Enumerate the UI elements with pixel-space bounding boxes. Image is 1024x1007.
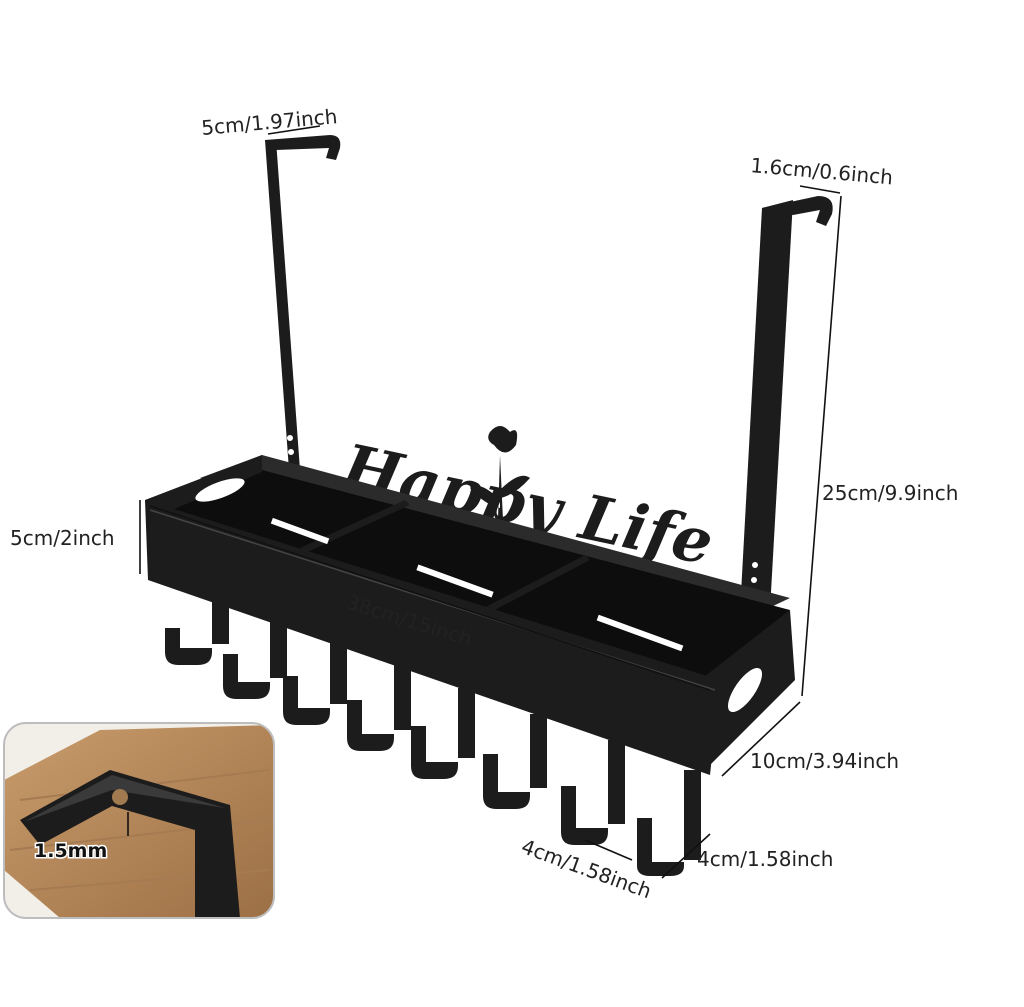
inset-detail: 1.5mm xyxy=(3,722,275,919)
hook-length-label: 4cm/1.58inch xyxy=(697,847,833,871)
dimension-lines xyxy=(139,125,842,879)
hook xyxy=(165,596,229,665)
hook-thickness-label: 1.6cm/0.6inch xyxy=(750,153,894,189)
right-hanger-arm xyxy=(740,196,833,612)
flower-icon xyxy=(470,426,530,520)
hanger-clip xyxy=(20,770,240,918)
hook xyxy=(347,664,411,751)
screw-hole xyxy=(112,789,128,805)
hooks xyxy=(165,596,701,876)
hook xyxy=(223,620,287,699)
hook xyxy=(411,688,475,779)
depth-label: 10cm/3.94inch xyxy=(750,749,899,773)
left-hanger-arm xyxy=(265,135,341,470)
basket-height-label: 5cm/2inch xyxy=(10,526,115,550)
hook xyxy=(561,740,625,845)
thickness-label: 1.5mm xyxy=(34,840,107,862)
hook-width-label: 5cm/1.97inch xyxy=(200,104,338,140)
height-label: 25cm/9.9inch xyxy=(822,481,958,505)
basket xyxy=(145,455,795,775)
hook xyxy=(483,714,547,809)
hook xyxy=(283,642,347,725)
hook xyxy=(637,770,701,876)
